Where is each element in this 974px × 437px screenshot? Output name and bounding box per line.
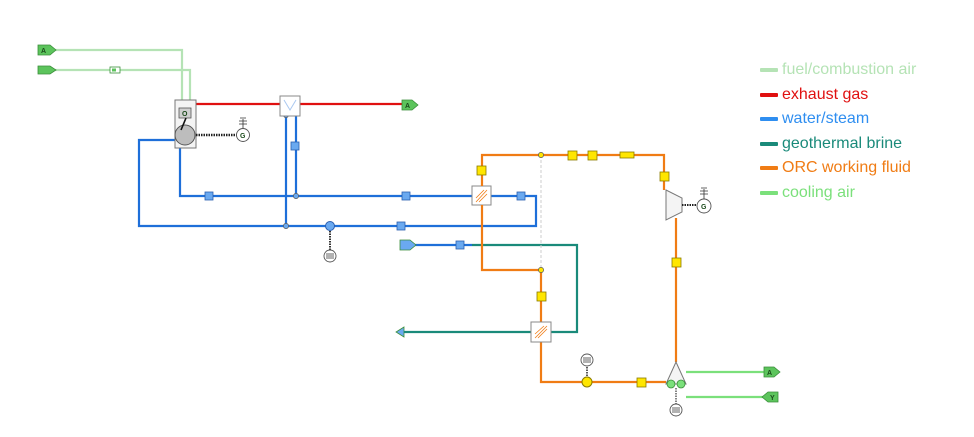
legend: fuel/combustion air exhaust gas water/st… <box>760 58 916 205</box>
orc-valve-4[interactable] <box>659 171 670 182</box>
legend-label: geothermal brine <box>782 134 903 152</box>
legend-item-exhaust: exhaust gas <box>760 83 916 108</box>
legend-item-cooling-air: cooling air <box>760 181 916 206</box>
fuel-inlet-arrows[interactable]: A <box>37 44 57 75</box>
legend-swatch <box>760 68 778 73</box>
legend-item-orc: ORC working fluid <box>760 156 916 181</box>
orc-valve-5[interactable] <box>671 257 682 268</box>
brine-heat-exchanger[interactable] <box>530 321 552 343</box>
legend-swatch <box>760 166 778 171</box>
legend-item-brine: geothermal brine <box>760 132 916 157</box>
exhaust-line: A <box>196 99 419 111</box>
legend-label: cooling air <box>782 183 855 201</box>
water-valve-1[interactable] <box>204 191 214 201</box>
cooling-air-lines: A Y <box>686 366 781 403</box>
legend-item-fuel-air: fuel/combustion air <box>760 58 916 83</box>
legend-swatch <box>760 92 778 97</box>
orc-valve-2[interactable] <box>567 150 578 161</box>
orc-pump[interactable] <box>581 376 593 388</box>
legend-swatch <box>760 117 778 122</box>
svg-text:G: G <box>240 133 246 140</box>
geothermal-brine-lines <box>404 243 579 334</box>
fuel-air-lines <box>55 48 192 100</box>
cooling-inlet-label: Y <box>770 395 775 402</box>
water-valve-4[interactable] <box>290 141 300 151</box>
exhaust-heat-exchanger[interactable] <box>279 95 301 117</box>
fuel-inlet-label: A <box>41 48 46 55</box>
evaporator-heat-exchanger[interactable] <box>471 185 492 206</box>
legend-label: water/steam <box>782 110 870 127</box>
water-valve-6[interactable] <box>455 240 465 250</box>
water-pump[interactable] <box>325 221 335 231</box>
boiler-unit[interactable]: O G <box>174 99 250 149</box>
orc-turbine[interactable]: G <box>665 187 712 221</box>
orc-valve-6[interactable] <box>536 291 547 302</box>
legend-label: exhaust gas <box>782 85 869 103</box>
water-valve-2[interactable] <box>401 191 411 201</box>
orc-valve-1[interactable] <box>476 165 487 176</box>
svg-text:G: G <box>701 204 707 211</box>
water-valve-5[interactable] <box>396 221 406 231</box>
orc-valve-3[interactable] <box>587 150 598 161</box>
legend-label: ORC working fluid <box>782 159 911 176</box>
boiler-generator-icon <box>236 128 250 142</box>
orc-lines <box>476 150 682 388</box>
water-valve-3[interactable] <box>516 191 526 201</box>
air-cooled-condenser[interactable] <box>665 360 687 417</box>
cooling-outlet-label: A <box>767 370 772 377</box>
orc-valve-7[interactable] <box>636 377 647 388</box>
legend-label: fuel/combustion air <box>782 61 917 78</box>
exhaust-outlet-label: A <box>405 103 410 110</box>
legend-swatch <box>760 190 778 195</box>
legend-item-water: water/steam <box>760 107 916 132</box>
boiler-label: O <box>182 111 188 118</box>
orc-flowmeter[interactable] <box>619 151 635 159</box>
legend-swatch <box>760 141 778 146</box>
water-steam-lines <box>137 112 538 338</box>
